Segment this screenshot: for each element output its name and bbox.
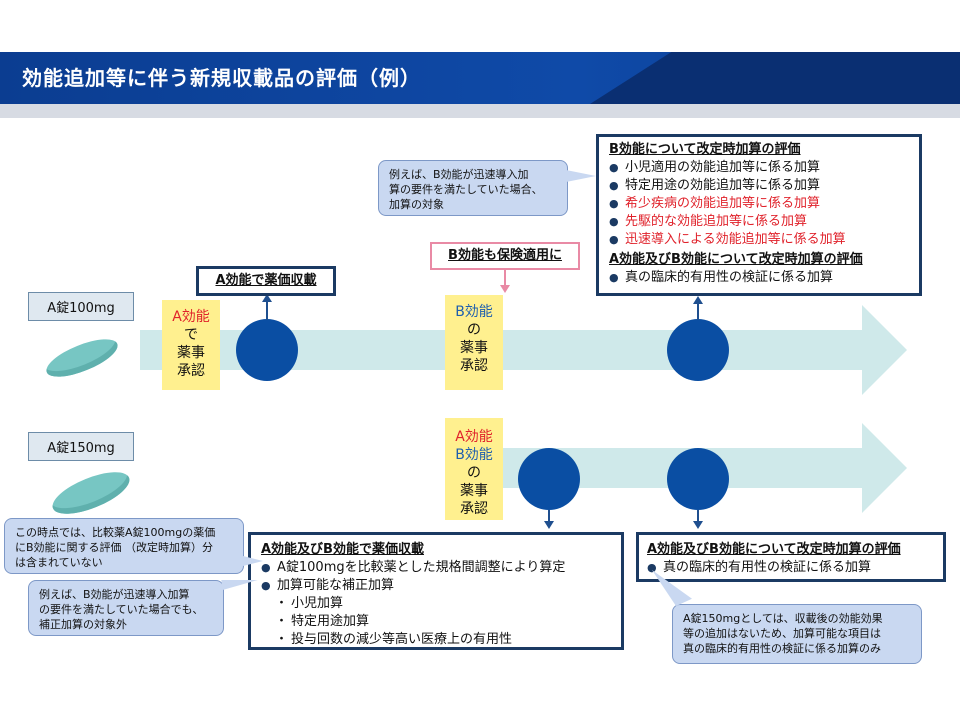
list-item: 小児加算 xyxy=(261,595,611,613)
evaluation-list-b: 小児適用の効能追加等に係る加算 特定用途の効能追加等に係る加算 希少疾病の効能追… xyxy=(609,159,909,249)
arrow-up-revision-100mg xyxy=(693,296,703,304)
milestone-listing-150mg xyxy=(518,448,580,510)
approval-ab: A効能 B効能 の 薬事 承認 xyxy=(445,418,503,520)
evaluation-heading-b: B効能について改定時加算の評価 xyxy=(609,142,801,157)
milestone-revision-100mg xyxy=(667,319,729,381)
timeline-arrowhead-150mg xyxy=(862,423,907,513)
listing-box-150mg: A効能及びB効能で薬価収載 A錠100mgを比較薬とした規格間調整により算定 加… xyxy=(248,532,624,650)
evaluation-box-150mg: A効能及びB効能について改定時加算の評価 真の臨床的有用性の検証に係る加算 xyxy=(636,532,946,582)
header-underline xyxy=(0,104,960,118)
callout-top-pointer xyxy=(566,170,596,182)
connector-revision-150mg xyxy=(697,510,699,522)
evaluation-heading-150mg: A効能及びB効能について改定時加算の評価 xyxy=(647,542,901,557)
evaluation-heading-ab: A効能及びB効能について改定時加算の評価 xyxy=(609,252,863,267)
listing-box: A効能で薬価収載 xyxy=(196,266,336,296)
milestone-revision-150mg xyxy=(667,448,729,510)
connector-listing-150mg xyxy=(548,510,550,522)
listing-list-150mg: A錠100mgを比較薬とした規格間調整により算定 加算可能な補正加算 小児加算 … xyxy=(261,559,611,649)
arrow-down-insurance xyxy=(500,285,510,293)
page-title: 効能追加等に伴う新規収載品の評価（例） xyxy=(22,66,421,90)
list-item: A錠100mgを比較薬とした規格間調整により算定 xyxy=(261,559,611,577)
callout-left-2: 例えば、B効能が迅速導入加算 の要件を満たしていた場合でも、 補正加算の対象外 xyxy=(28,580,224,636)
callout-left-1-pointer xyxy=(243,556,263,566)
connector-insurance xyxy=(504,270,506,286)
connector-revision-100mg xyxy=(697,302,699,320)
tablet-icon-150mg xyxy=(47,463,135,523)
list-item: 小児適用の効能追加等に係る加算 xyxy=(609,159,909,177)
arrow-down-listing-150mg xyxy=(544,521,554,529)
milestone-listing-100mg xyxy=(236,319,298,381)
evaluation-list-150mg: 真の臨床的有用性の検証に係る加算 xyxy=(647,559,935,577)
callout-top: 例えば、B効能が迅速導入加 算の要件を満たしていた場合、 加算の対象 xyxy=(378,160,568,216)
timeline-arrowhead-100mg xyxy=(862,305,907,395)
arrow-up-listing xyxy=(262,294,272,302)
list-item: 迅速導入による効能追加等に係る加算 xyxy=(609,231,909,249)
approval-b: B効能 の 薬事 承認 xyxy=(445,295,503,390)
list-item: 特定用途加算 xyxy=(261,613,611,631)
evaluation-list-ab: 真の臨床的有用性の検証に係る加算 xyxy=(609,269,909,287)
list-item: 先駆的な効能追加等に係る加算 xyxy=(609,213,909,231)
callout-left-1: この時点では、比較薬A錠100mgの薬価 にB効能に関する評価 （改定時加算）分… xyxy=(4,518,244,574)
list-item: 真の臨床的有用性の検証に係る加算 xyxy=(647,559,935,577)
product-label-150mg: A錠150mg xyxy=(28,432,134,461)
connector-listing xyxy=(266,300,268,320)
callout-bottom: A錠150mgとしては、収載後の効能効果 等の追加はないため、加算可能な項目は … xyxy=(672,604,922,664)
listing-heading-150mg: A効能及びB効能で薬価収載 xyxy=(261,542,424,557)
approval-a: A効能 で 薬事 承認 xyxy=(162,300,220,390)
list-item: 加算可能な補正加算 xyxy=(261,577,611,595)
tablet-icon-100mg xyxy=(41,331,123,385)
insurance-box: B効能も保険適用に xyxy=(430,242,580,270)
evaluation-box-100mg: B効能について改定時加算の評価 小児適用の効能追加等に係る加算 特定用途の効能追… xyxy=(596,134,922,296)
arrow-down-revision-150mg xyxy=(693,521,703,529)
product-label-100mg: A錠100mg xyxy=(28,292,134,321)
list-item: 希少疾病の効能追加等に係る加算 xyxy=(609,195,909,213)
list-item: 投与回数の減少等高い医療上の有用性 xyxy=(261,631,611,649)
list-item: 特定用途の効能追加等に係る加算 xyxy=(609,177,909,195)
list-item: 真の臨床的有用性の検証に係る加算 xyxy=(609,269,909,287)
